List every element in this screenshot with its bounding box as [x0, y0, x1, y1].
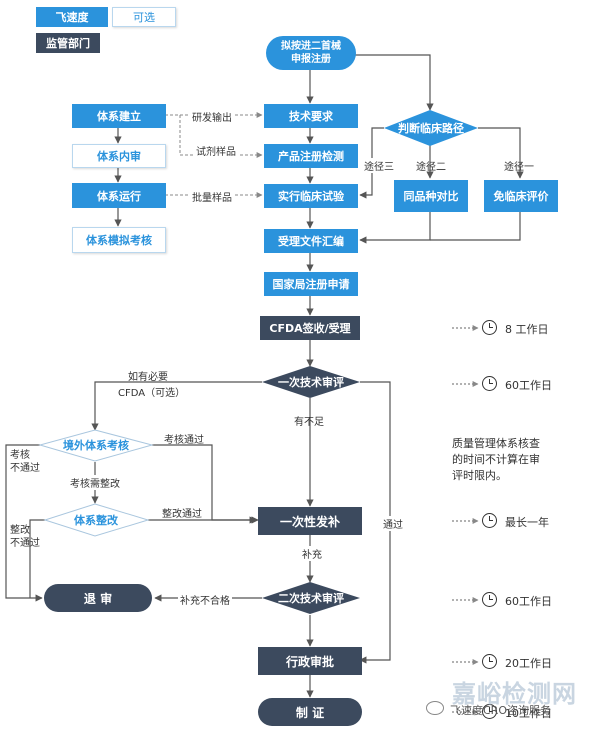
- terminator-reject: [44, 584, 152, 612]
- node-second-review-label: 二次技术审评: [278, 592, 344, 605]
- label-rectify-fail: 整改 不通过: [10, 525, 40, 549]
- start-node: 拟按进二首械 申报注册: [281, 41, 341, 65]
- node-overseas-audit-label: 境外体系考核: [63, 439, 129, 452]
- label-pass: 通过: [381, 516, 405, 531]
- node-tech-requirement: 技术要求: [264, 104, 358, 128]
- node-certificate: 制 证: [295, 705, 325, 720]
- clock-icon: [482, 592, 497, 607]
- connector-same-to-compile: [359, 212, 431, 244]
- label-if-needed: 如有必要: [128, 372, 168, 383]
- label-rectify-pass: 整改通过: [162, 509, 202, 520]
- legend-fast: 飞速度: [36, 7, 108, 27]
- time-first-review: 60工作日: [505, 379, 552, 392]
- label-insufficient: 有不足: [294, 417, 324, 428]
- node-same-compare: 同品种对比: [394, 180, 468, 212]
- node-clinical-trial: 实行临床试验: [264, 184, 358, 208]
- label-supplement: 补充: [300, 546, 324, 561]
- node-admin-approval: 行政审批: [258, 647, 362, 675]
- node-one-time-supplement: 一次性发补: [258, 507, 362, 535]
- connector-rectify-fail: [29, 519, 45, 598]
- label-path3: 途径三: [362, 158, 396, 173]
- node-system-build: 体系建立: [72, 104, 166, 128]
- node-sfda-application: 国家局注册申请: [264, 272, 358, 296]
- terminator-certificate: [258, 698, 362, 726]
- label-batch-sample: 批量样品: [190, 189, 234, 204]
- node-system-internal-audit: 体系内审: [72, 144, 166, 168]
- legend-optional: 可选: [112, 7, 176, 27]
- diamond-rectify: [43, 503, 150, 537]
- label-path2: 途径二: [416, 162, 446, 173]
- label-cfda-optional: CFDA（可选）: [118, 388, 186, 399]
- node-file-compile: 受理文件汇编: [264, 229, 358, 253]
- node-system-mock-audit: 体系模拟考核: [72, 227, 166, 253]
- node-system-operation: 体系运行: [72, 183, 166, 208]
- connector-test-sample: [179, 115, 263, 158]
- node-system-rectify-label: 体系整改: [74, 514, 118, 527]
- connector-audit-fail: [5, 444, 43, 602]
- time-admin-approval: 20工作日: [505, 657, 552, 670]
- node-cfda-accept: CFDA签收/受理: [260, 316, 360, 340]
- connector-judge-to-exempt: [478, 127, 524, 179]
- note-quality-system: 质量管理体系核查 的时间不计算在审 评时限内。: [452, 437, 540, 482]
- watermark-sub: 飞速度CRO咨询服务: [450, 704, 551, 717]
- watermark-main: 嘉峪检测网: [452, 680, 577, 708]
- label-audit-fail: 考核 不通过: [10, 450, 40, 474]
- node-exempt-evaluation: 免临床评价: [484, 180, 558, 212]
- diamond-overseas-audit: [38, 429, 154, 462]
- diamond-first-review: [262, 366, 360, 398]
- clock-icon: [482, 376, 497, 391]
- node-judge-path-label: 判断临床路径: [398, 122, 464, 135]
- diamond-second-review: [262, 582, 360, 614]
- label-path1: 途径一: [504, 162, 534, 173]
- node-product-test: 产品注册检测: [264, 144, 358, 168]
- clock-icon: [482, 704, 497, 719]
- time-supplement: 最长一年: [505, 516, 549, 529]
- label-supplement-fail: 补充不合格: [178, 592, 232, 607]
- clock-icon: [482, 513, 497, 528]
- connector-start-to-judge: [340, 54, 434, 111]
- time-second-review: 60工作日: [505, 595, 552, 608]
- diamond-judge-path: [384, 110, 478, 146]
- node-first-review-label: 一次技术审评: [278, 376, 344, 389]
- time-cfda-accept: 8 工作日: [505, 323, 549, 336]
- connector-exempt-to-compile: [430, 212, 521, 241]
- terminator-start: [266, 36, 356, 70]
- connector-review1-to-overseas: [91, 381, 262, 431]
- clock-icon: [482, 654, 497, 669]
- time-certificate: 10工作日: [505, 707, 552, 720]
- label-test-sample: 试剂样品: [194, 143, 238, 158]
- legend-regulator: 监管部门: [36, 33, 100, 53]
- label-audit-pass: 考核通过: [164, 435, 204, 446]
- label-needs-rectify: 考核需整改: [68, 475, 122, 490]
- node-reject: 退 审: [83, 591, 113, 606]
- clock-icon: [482, 320, 497, 335]
- label-rd-output: 研发输出: [190, 109, 234, 124]
- wechat-icon: [426, 701, 444, 715]
